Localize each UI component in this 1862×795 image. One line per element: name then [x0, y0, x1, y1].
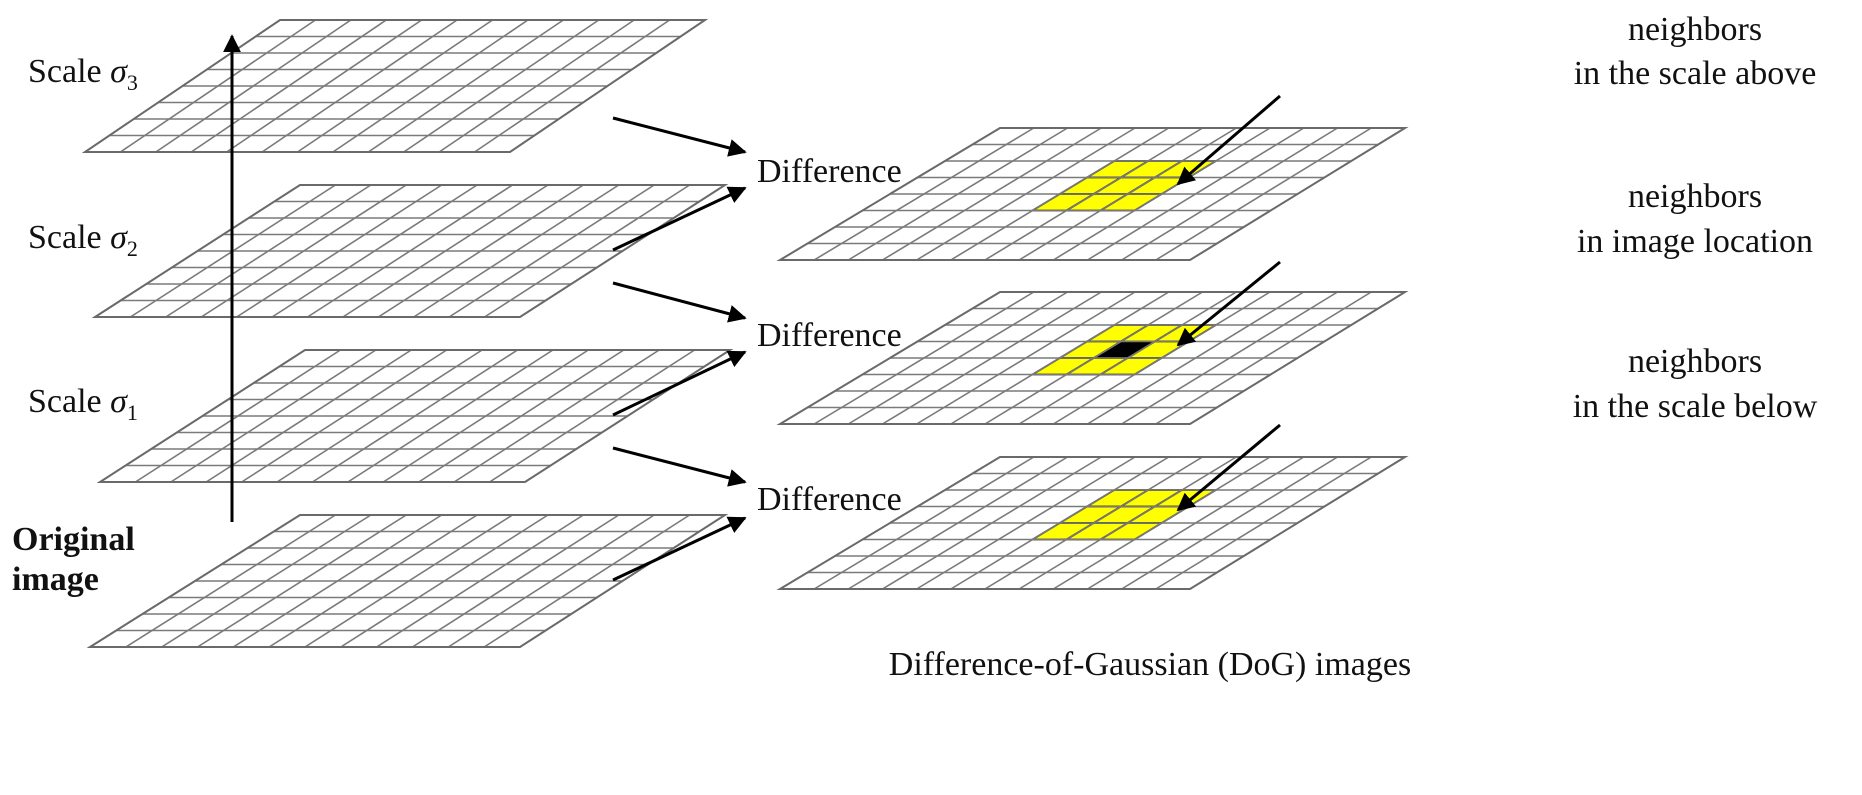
label-location-line1: neighbors	[1628, 178, 1762, 215]
grid-border	[91, 184, 729, 318]
arrow-scale2-to-diff2	[612, 281, 747, 323]
dog-grid-bottom	[776, 456, 1409, 590]
grid-scale-3	[81, 19, 709, 153]
label-below-line2: in the scale below	[1573, 388, 1818, 425]
grid-original-image	[86, 514, 729, 648]
grid-scale-1	[96, 349, 734, 483]
scale-grid-stack	[81, 19, 734, 648]
label-original-line1: Original	[12, 521, 135, 558]
label-location-line2: in image location	[1577, 223, 1813, 260]
label-original-line2: image	[12, 561, 99, 598]
label-scale-1: Scale σ1	[28, 383, 138, 425]
dog-grid-stack	[776, 127, 1409, 590]
arrow-scale1-to-diff2	[612, 350, 747, 417]
grid-border	[776, 456, 1409, 590]
label-scale-3: Scale σ3	[28, 53, 138, 95]
label-below-line1: neighbors	[1628, 343, 1762, 380]
grid-scale-2	[91, 184, 729, 318]
arrow-scale3-to-diff1	[612, 116, 747, 157]
arrow-neighbors-below	[1176, 423, 1281, 512]
difference-label-2: Difference	[757, 317, 902, 354]
grid-border	[776, 127, 1409, 261]
dog-grid-top	[776, 127, 1409, 261]
arrow-scale2-to-diff1	[612, 186, 747, 252]
grid-border	[96, 349, 734, 483]
arrow-neighbors-above	[1176, 94, 1281, 186]
difference-arrows	[612, 116, 747, 582]
arrow-original-to-diff3	[612, 516, 747, 582]
arrow-scale1-to-diff3	[612, 446, 747, 487]
difference-label-1: Difference	[757, 153, 902, 190]
dog-grid-middle	[776, 291, 1409, 425]
arrow-neighbors-location	[1176, 260, 1281, 347]
grid-border	[86, 514, 729, 648]
difference-label-3: Difference	[757, 481, 902, 518]
label-above-line1: neighbors	[1628, 11, 1762, 48]
grid-border	[81, 19, 709, 153]
label-scale-2: Scale σ2	[28, 219, 138, 261]
caption-dog-images: Difference-of-Gaussian (DoG) images	[889, 646, 1411, 683]
label-above-line2: in the scale above	[1574, 55, 1817, 92]
grid-border	[776, 291, 1409, 425]
